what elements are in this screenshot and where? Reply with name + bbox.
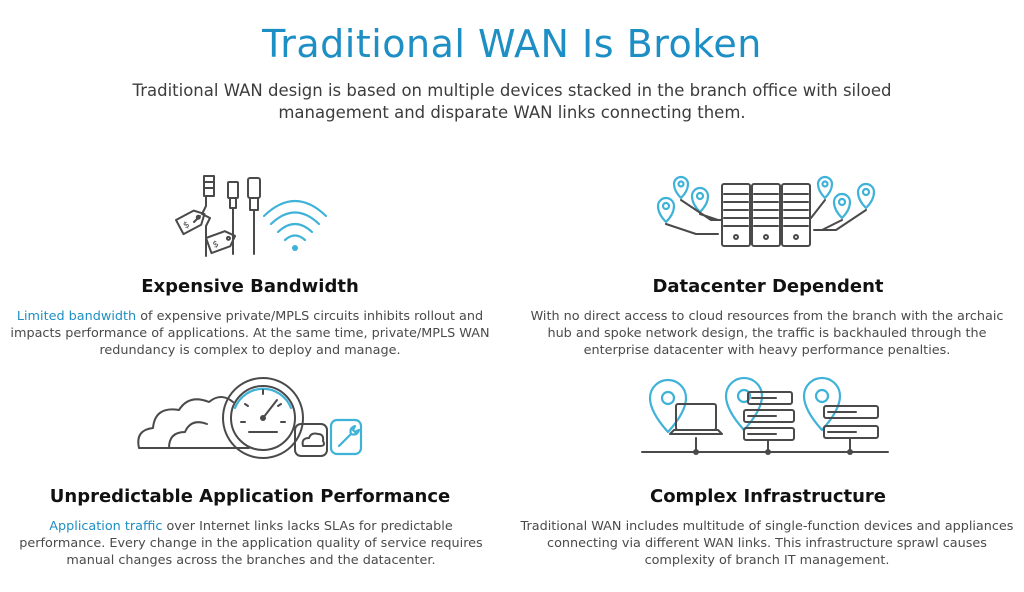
feature-heading: Unpredictable Application Performance (49, 486, 451, 507)
page-title: Traditional WAN Is Broken (262, 22, 762, 66)
feature-description: With no direct access to cloud resources… (530, 309, 1004, 358)
feature-complex-infrastructure: Complex Infrastructure Traditional WAN i… (512, 374, 1024, 584)
application-traffic-link[interactable]: Application traffic (49, 519, 163, 534)
cloud-speedometer-icon (137, 377, 363, 459)
feature-expensive-bandwidth: $ $ Expensive Bandwidth Limited bandwidt… (0, 160, 500, 360)
feature-unpredictable-performance: Unpredictable Application Performance Ap… (0, 374, 500, 584)
feature-description: Application traffic over Internet links … (19, 519, 483, 568)
feature-description: Traditional WAN includes multitude of si… (520, 519, 1014, 568)
network-devices-pins-icon (641, 376, 889, 455)
feature-heading: Complex Infrastructure (649, 486, 887, 507)
page-subtitle: Traditional WAN design is based on multi… (132, 81, 892, 122)
feature-heading: Datacenter Dependent (652, 276, 884, 297)
feature-description: Limited bandwidth of expensive private/M… (10, 309, 490, 358)
limited-bandwidth-link[interactable]: Limited bandwidth (16, 309, 137, 324)
cables-wifi-price-tags-icon: $ $ (175, 175, 328, 257)
feature-heading: Expensive Bandwidth (141, 276, 359, 297)
price-tag-symbol-2: $ (211, 239, 220, 250)
feature-datacenter-dependent: Datacenter Dependent With no direct acce… (512, 160, 1024, 360)
datacenter-servers-pins-icon (656, 175, 876, 247)
price-tag-symbol: $ (182, 220, 192, 232)
